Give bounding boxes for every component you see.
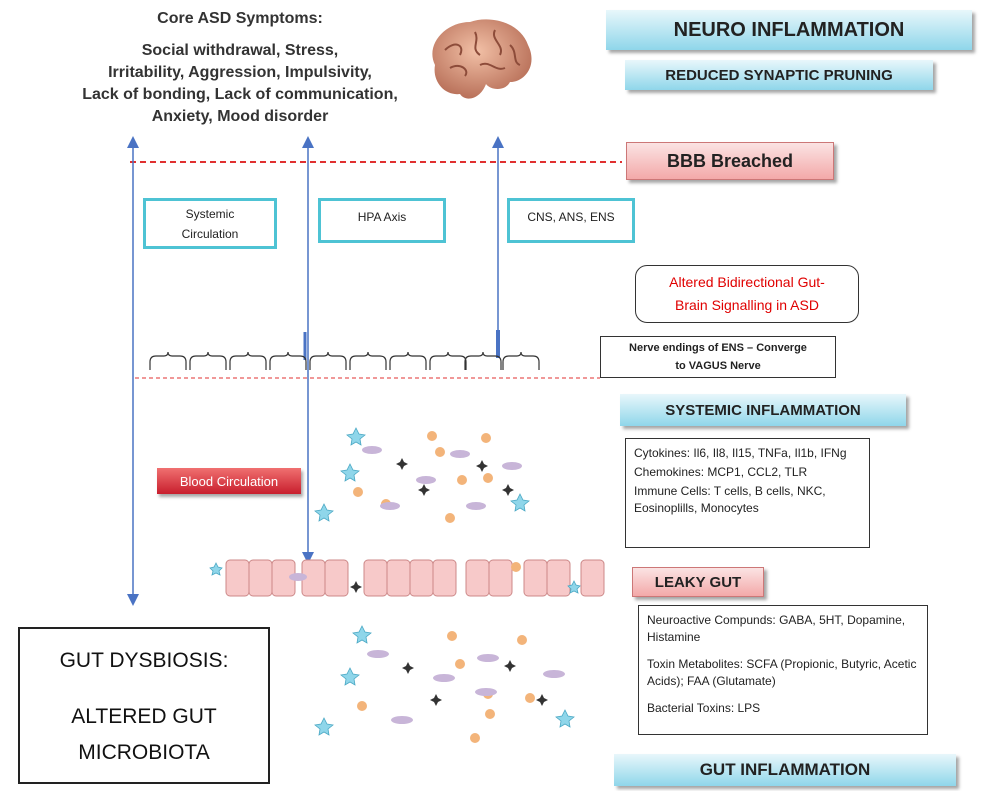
blood-circulation-label: Blood Circulation: [157, 468, 301, 494]
gut-dysbiosis-line: ALTERED GUT: [71, 705, 217, 728]
core-symptoms-title: Core ASD Symptoms:: [157, 10, 323, 27]
core-symptom-line: Irritability, Aggression, Impulsivity,: [108, 64, 372, 81]
reduced-pruning-banner: REDUCED SYNAPTIC PRUNING: [625, 60, 933, 90]
hpa-axis-box: HPA Axis: [318, 198, 446, 243]
altered-line: Altered Bidirectional Gut-: [669, 274, 825, 290]
toxin-text: Toxin Metabolites: SCFA (Propionic, Buty…: [647, 657, 917, 688]
metabolites-box: Neuroactive Compunds: GABA, 5HT, Dopamin…: [638, 605, 928, 735]
bacterial-text: Bacterial Toxins: LPS: [647, 701, 761, 715]
nerve-endings: [149, 351, 540, 370]
systemic-circulation-box: Systemic Circulation: [143, 198, 277, 249]
brain-icon: [432, 19, 532, 99]
cns-box: CNS, ANS, ENS: [507, 198, 635, 243]
systemic-inflammation-banner: SYSTEMIC INFLAMMATION: [620, 394, 906, 426]
systemic-label: Circulation: [181, 226, 239, 241]
core-symptoms-list: Social withdrawal, Stress, Irritability,…: [60, 40, 420, 128]
core-symptom-line: Lack of bonding, Lack of communication,: [82, 86, 398, 103]
gut-inflammation-banner: GUT INFLAMMATION: [614, 754, 956, 786]
hpa-label: HPA Axis: [357, 210, 407, 224]
blood-particles: [314, 427, 530, 523]
nerve-endings-box: Nerve endings of ENS – Converge to VAGUS…: [600, 336, 836, 378]
core-symptom-line: Anxiety, Mood disorder: [151, 108, 329, 125]
neuroactive-text: Neuroactive Compunds: GABA, 5HT, Dopamin…: [647, 613, 906, 644]
gut-dysbiosis-line: MICROBIOTA: [78, 741, 210, 764]
cytokines-text: Cytokines: Il6, Il8, Il15, TNFa, Il1b, I…: [634, 446, 847, 460]
altered-line: Brain Signalling in ASD: [675, 297, 819, 313]
leaky-gut-banner: LEAKY GUT: [632, 567, 764, 597]
gut-dysbiosis-title: GUT DYSBIOSIS:: [59, 649, 229, 672]
chemokines-text: Chemokines: MCP1, CCL2, TLR: [634, 465, 808, 479]
immune-cells-text: Immune Cells: T cells, B cells, NKC, Eos…: [634, 484, 826, 515]
cns-label: CNS, ANS, ENS: [527, 210, 615, 224]
nerve-line: Nerve endings of ENS – Converge: [629, 342, 807, 354]
altered-signalling-box: Altered Bidirectional Gut- Brain Signall…: [635, 265, 859, 323]
neuro-inflammation-banner: NEURO INFLAMMATION: [606, 10, 972, 50]
bbb-breached-banner: BBB Breached: [626, 142, 834, 180]
gut-particles: [314, 625, 575, 743]
gut-epithelium: [209, 559, 605, 597]
cytokines-box: Cytokines: Il6, Il8, Il15, TNFa, Il1b, I…: [625, 438, 870, 548]
nerve-line: to VAGUS Nerve: [675, 360, 761, 372]
systemic-label: Systemic: [185, 206, 235, 221]
core-symptom-line: Social withdrawal, Stress,: [141, 42, 339, 59]
gut-dysbiosis-box: GUT DYSBIOSIS: ALTERED GUT MICROBIOTA: [18, 627, 270, 784]
